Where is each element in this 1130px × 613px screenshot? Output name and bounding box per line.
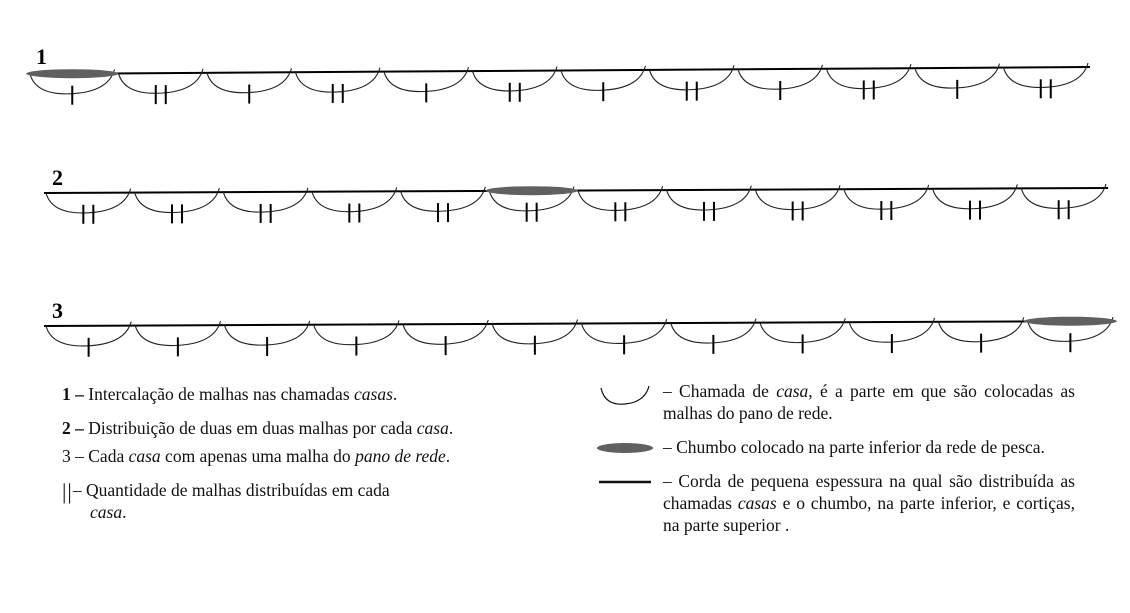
lead-weight (26, 69, 119, 79)
casa-arc (294, 67, 381, 93)
net-diagram: 1 2 3 (26, 44, 1117, 357)
casa-arc (666, 185, 752, 211)
legend-casa: – Chamada de casa, é a parte em que são … (595, 380, 1075, 424)
casa-arc (117, 68, 204, 94)
casa-arc (932, 184, 1018, 210)
legend-corda: – Corda de pequena espessura na qual são… (595, 470, 1075, 536)
double-bar-icon: || (62, 479, 73, 504)
row-label: 1 (36, 44, 47, 69)
lead-weight (485, 186, 578, 196)
rope-line-icon (599, 480, 651, 484)
casa-arc (471, 66, 558, 92)
row-label: 2 (52, 165, 63, 190)
legend-item-1: 1 – Intercalação de malhas nas chamadas … (62, 384, 398, 404)
row-label: 3 (52, 298, 63, 323)
casa-arc (134, 188, 220, 214)
casa-arc (1020, 183, 1107, 209)
net-row-2: 2 (43, 165, 1109, 224)
legend-chumbo: – Chumbo colocado na parte inferior da r… (595, 436, 1075, 458)
lead-weight (1023, 316, 1117, 326)
casa-arc (311, 187, 398, 213)
casa-arc (488, 186, 575, 212)
legend-item-3: 3 – Cada casa com apenas uma malha do pa… (62, 446, 451, 466)
legend-item-2: 2 – Distribuição de duas em duas malhas … (62, 418, 454, 438)
casa-arc (648, 65, 735, 91)
casa-arc (45, 188, 132, 214)
rope-line (27, 66, 1091, 75)
legend-item-mesh-count: ||– Quantidade de malhas distribuídas em… (62, 479, 390, 522)
casa-arc (754, 185, 841, 211)
casa-arc (577, 185, 664, 211)
rope-line (43, 320, 1116, 327)
casa-arc-icon (600, 385, 650, 405)
net-row-1: 1 (26, 44, 1091, 105)
casa-arc (825, 64, 912, 90)
legend-left: 1 – Intercalação de malhas nas chamadas … (62, 383, 562, 535)
casa-arc (1002, 62, 1089, 88)
casa-arc (222, 187, 309, 213)
legend-right: – Chamada de casa, é a parte em que são … (595, 380, 1075, 548)
lead-weight-icon (597, 443, 653, 453)
casa-arc (843, 184, 930, 210)
casa-arc (400, 186, 486, 212)
net-row-3: 3 (43, 298, 1117, 357)
